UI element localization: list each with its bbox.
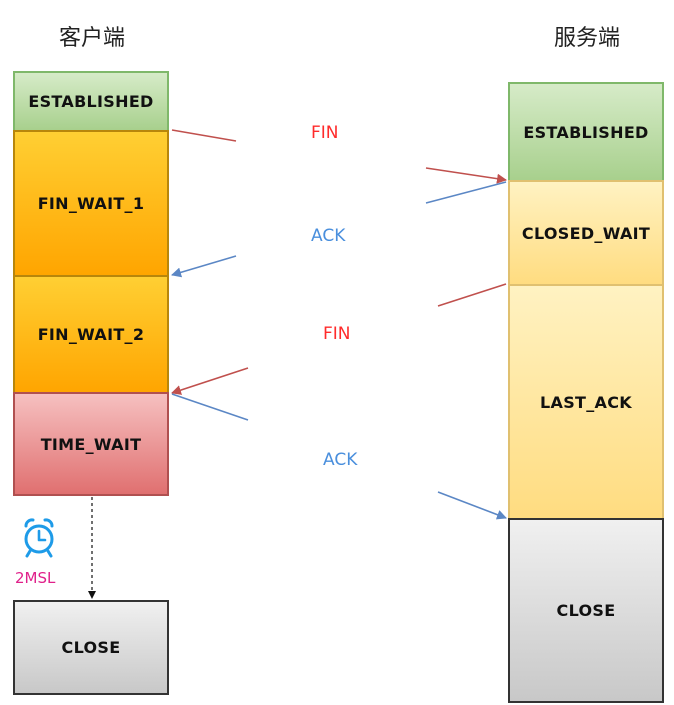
message-ack-2: ACK	[323, 450, 358, 470]
fin-1-arrow-tail	[171, 129, 237, 142]
time-wait-duration-label: 2MSL	[15, 569, 56, 587]
fin-2-arrow-head	[171, 367, 249, 395]
fin-2-arrow-tail	[437, 283, 507, 307]
ack-1-arrow-tail	[425, 181, 507, 204]
ack-2-arrow-head	[437, 491, 507, 520]
server-state-closed-wait: CLOSED_WAIT	[508, 180, 664, 286]
message-fin-1: FIN	[311, 123, 339, 143]
ack-1-arrow-head	[171, 255, 237, 278]
client-state-close: CLOSE	[13, 600, 169, 695]
message-fin-2: FIN	[323, 324, 351, 344]
fin-1-arrow-head	[425, 167, 507, 184]
client-state-time-wait: TIME_WAIT	[13, 392, 169, 496]
alarm-clock-icon	[24, 518, 54, 558]
client-title: 客户端	[58, 26, 125, 51]
server-title: 服务端	[553, 26, 620, 51]
ack-2-arrow-tail	[171, 393, 249, 421]
client-state-fin-wait-1: FIN_WAIT_1	[13, 130, 169, 277]
server-state-last-ack: LAST_ACK	[508, 284, 664, 520]
message-ack-1: ACK	[311, 226, 346, 246]
server-state-close: CLOSE	[508, 518, 664, 703]
server-state-established: ESTABLISHED	[508, 82, 664, 182]
